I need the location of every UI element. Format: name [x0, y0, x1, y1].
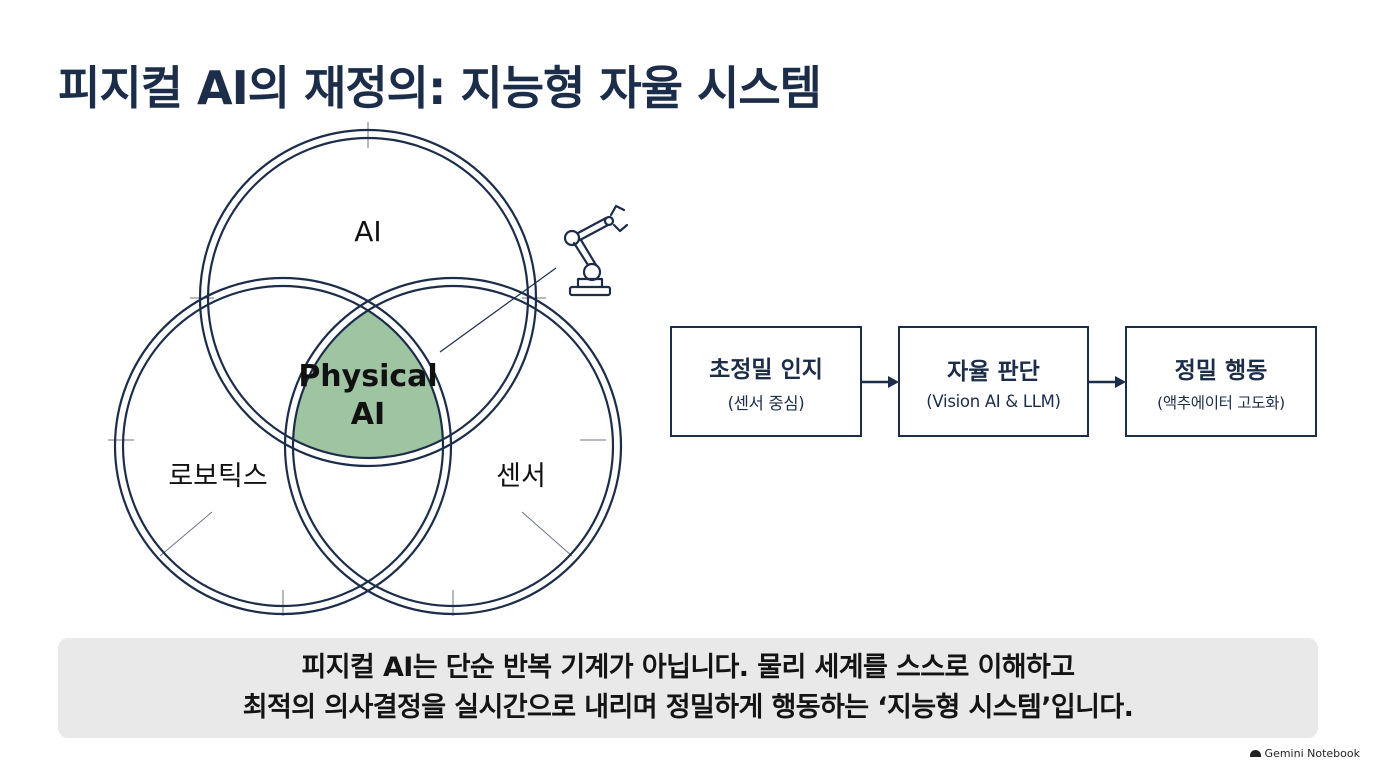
flow-box-subtitle: (센서 중심) [727, 393, 805, 413]
brand-logo-icon [1249, 750, 1261, 757]
flow-box-judgment: 자율 판단 (Vision AI & LLM) [898, 326, 1089, 437]
flow-box-title: 자율 판단 [947, 359, 1040, 385]
venn-center-label-line2: AI [351, 397, 385, 432]
brand-label: Gemini Notebook [1264, 747, 1360, 760]
branding: Gemini Notebook [1249, 747, 1360, 760]
flow-box-subtitle: (Vision AI & LLM) [926, 392, 1061, 411]
flow-box-action: 정밀 행동 (액추에이터 고도화) [1125, 326, 1317, 437]
flow-arrow-1 [862, 376, 899, 388]
venn-label-robotics: 로보틱스 [168, 461, 267, 492]
venn-label-ai: AI [354, 215, 381, 248]
flow-box-title: 초정밀 인지 [709, 356, 823, 383]
flow-box-subtitle: (액추에이터 고도화) [1157, 393, 1285, 412]
venn-center-label-line1: Physical [298, 359, 437, 394]
flow-arrow-2 [1089, 376, 1126, 388]
leader-line [439, 267, 557, 353]
robot-arm-icon [563, 204, 629, 297]
summary-line-2: 최적의 의사결정을 실시간으로 내리며 정밀하게 행동하는 ‘지능형 시스템’입… [242, 692, 1134, 723]
page-title: 피지컬 AI의 재정의: 지능형 자율 시스템 [58, 61, 822, 115]
venn-center-region [293, 286, 443, 458]
venn-label-sensor: 센서 [496, 461, 546, 492]
venn-circle-sensor [283, 276, 623, 616]
flow-box-perception: 초정밀 인지 (센서 중심) [670, 326, 862, 437]
crosshair-marks [108, 122, 606, 616]
summary-line-1: 피지컬 AI는 단순 반복 기계가 아닙니다. 물리 세계를 스스로 이해하고 [301, 652, 1075, 683]
venn-circle-ai [198, 128, 538, 468]
summary-banner: 피지컬 AI는 단순 반복 기계가 아닙니다. 물리 세계를 스스로 이해하고 … [58, 638, 1318, 738]
flow-box-title: 정밀 행동 [1174, 357, 1268, 384]
venn-circle-robotics [113, 276, 453, 616]
